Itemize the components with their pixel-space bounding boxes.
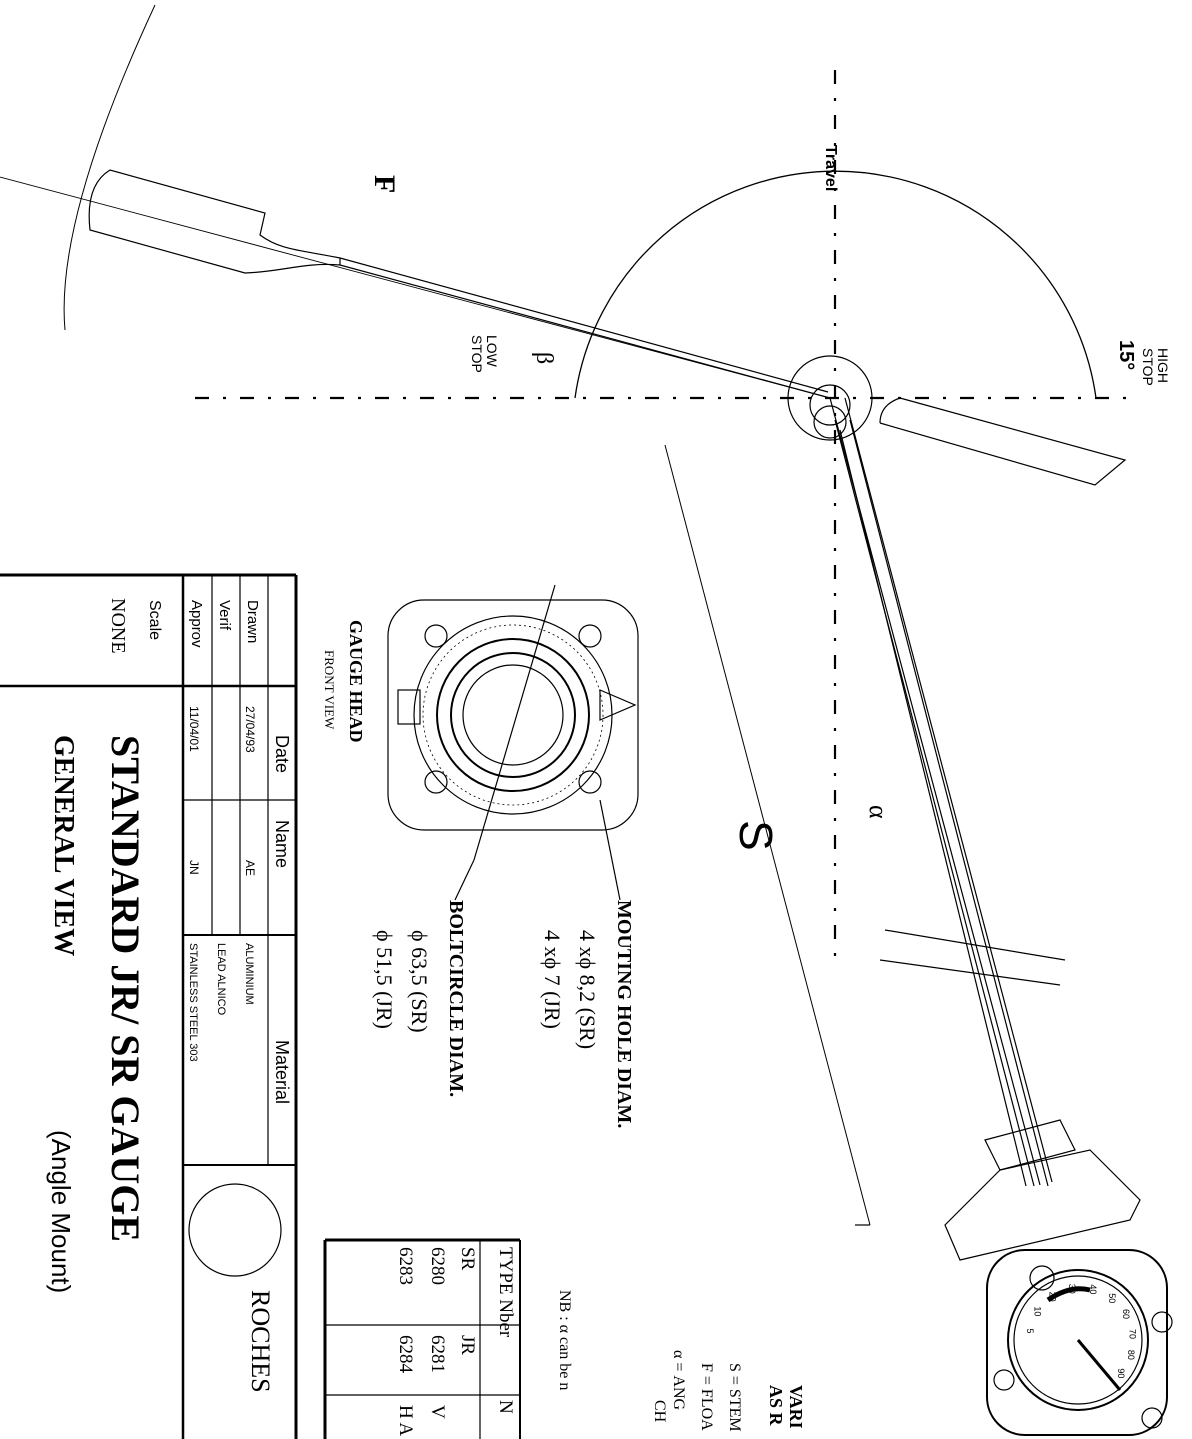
variables-line-2: AS R <box>766 1385 786 1427</box>
float-length-label: F <box>368 175 401 193</box>
mounting-hole-sr: 4 xϕ 8,2 (SR) <box>575 930 600 1049</box>
dial-tick-label: 70 <box>1128 1329 1138 1339</box>
high-stop-line-1: HIGH <box>1155 348 1171 383</box>
dial-tick-label: 30 <box>1067 1284 1077 1294</box>
title-block-date: 11/04/01 <box>187 706 201 752</box>
title-block-header-material: Material <box>272 1040 292 1104</box>
variables-s: S = STEM <box>726 1363 743 1432</box>
title-block-role: Approv <box>188 600 205 648</box>
variables-f: F = FLOA <box>698 1363 715 1431</box>
high-stop-label: HIGH STOP <box>1140 348 1171 387</box>
mount-type: (Angle Mount) <box>46 1130 76 1293</box>
type-table-jr-header: JR <box>457 1335 478 1355</box>
stem-length-label: S <box>730 820 782 851</box>
variables-line-1: VARI <box>786 1385 806 1429</box>
title-block-material: STAINLESS STEEL 303 <box>187 943 199 1062</box>
title-block-material: LEAD ALNICO <box>215 943 227 1016</box>
dial-tick-label: 10 <box>1033 1306 1043 1316</box>
dial-tick-label: 20 <box>1047 1292 1057 1302</box>
dial-tick-label: 60 <box>1121 1309 1131 1319</box>
dial-tick-label: 80 <box>1126 1350 1136 1360</box>
boltcircle-title: BOLTCIRCLE DIAM. <box>445 900 467 1097</box>
gauge-head-subtitle: FRONT VIEW <box>322 650 337 730</box>
title-block-material: ALUMINIUM <box>243 943 255 1005</box>
alpha-label: α <box>864 805 893 819</box>
scale-label: Scale <box>146 600 163 640</box>
type-table-cell: 6283 <box>395 1247 416 1285</box>
low-stop-line-2: STOP <box>469 335 485 373</box>
company-name: ROCHES <box>246 1290 275 1393</box>
type-table-cell: 6281 <box>427 1335 448 1373</box>
title-block-name: JN <box>187 860 201 875</box>
type-table-cell: V <box>427 1405 448 1419</box>
title-block-header-name: Name <box>272 820 292 868</box>
high-stop-line-2: STOP <box>1140 348 1156 386</box>
travel-label: Travel <box>822 145 839 191</box>
title-block-name: AE <box>243 860 257 876</box>
dial-tick-label: 50 <box>1107 1293 1117 1303</box>
type-table-cell: H A <box>395 1405 416 1436</box>
type-table-header: TYPE Nber <box>495 1247 516 1338</box>
title-block-role: Verif <box>216 600 233 631</box>
dial-tick-label: 40 <box>1088 1284 1098 1294</box>
beta-label: β <box>531 352 557 364</box>
drawing-title: STANDARD JR/ SR GAUGE <box>103 735 148 1242</box>
drawing-subtitle: GENERAL VIEW <box>48 735 79 956</box>
mounting-hole-title: MOUTING HOLE DIAM. <box>613 900 635 1128</box>
type-table-header-2: N <box>495 1400 516 1414</box>
boltcircle-sr: ϕ 63,5 (SR) <box>407 930 432 1033</box>
title-block-header-date: Date <box>272 735 292 773</box>
gauge-head-title: GAUGE HEAD <box>346 620 366 743</box>
low-stop-label: LOW STOP <box>469 335 500 373</box>
variables-alpha-2: CH <box>651 1400 668 1423</box>
dial-tick-label: 5 <box>1025 1328 1035 1333</box>
note-text: NB : α can be n <box>556 1290 573 1390</box>
title-block-role: Drawn <box>244 600 261 643</box>
boltcircle-jr: ϕ 51,5 (JR) <box>372 930 397 1029</box>
scale-value: NONE <box>107 598 129 654</box>
title-block-date: 27/04/93 <box>243 706 257 753</box>
dial-tick-label: 90 <box>1116 1368 1126 1378</box>
angle-high-label: 15° <box>1115 340 1137 370</box>
mounting-hole-jr: 4 xϕ 7 (JR) <box>540 930 565 1029</box>
type-table-cell: 6280 <box>427 1247 448 1285</box>
low-stop-line-1: LOW <box>484 335 500 368</box>
type-table-sr-header: SR <box>457 1247 478 1271</box>
variables-alpha: α = ANG <box>670 1350 687 1411</box>
type-table-cell: 6284 <box>395 1335 416 1374</box>
